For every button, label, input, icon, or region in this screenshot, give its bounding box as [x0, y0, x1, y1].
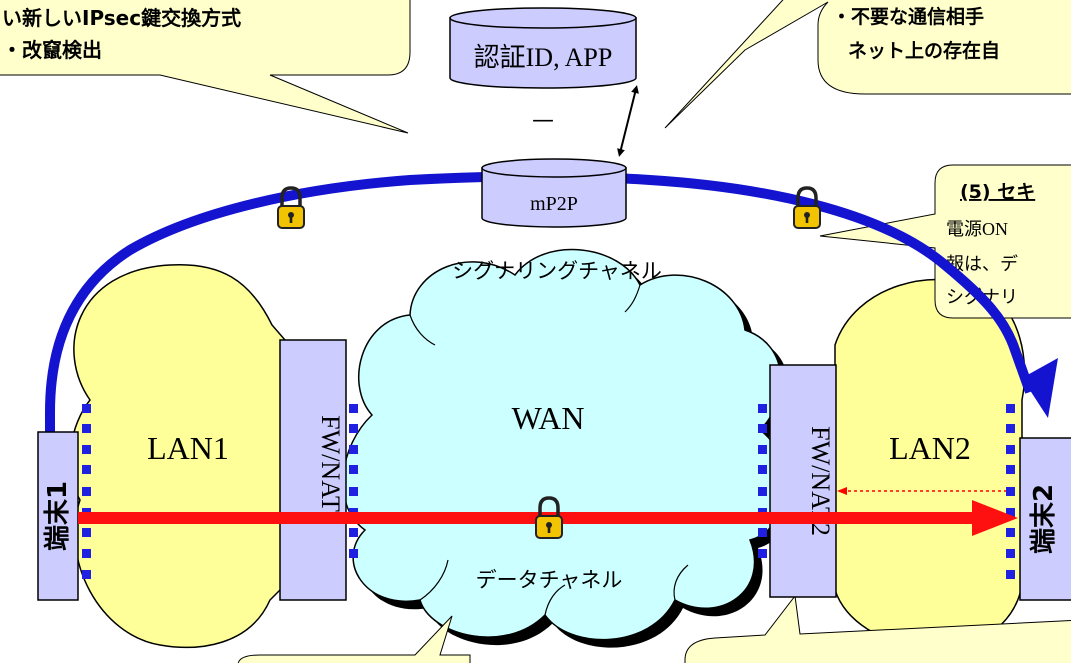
lan1-network — [69, 263, 286, 648]
callout-top-left-line2: ・改竄検出 — [2, 38, 102, 62]
terminal1-label: 端末1 — [43, 481, 73, 551]
data-channel — [78, 500, 1018, 536]
mp2p-node: mP2P — [481, 158, 627, 228]
data-channel-label: データチャネル — [476, 568, 623, 592]
callout-right: (5) セキ 電源ON 報は、デ シグナリ — [819, 164, 1071, 319]
wan-cloud — [342, 248, 794, 648]
terminal2: 端末2 — [1019, 437, 1071, 601]
callout-bottom-right — [684, 594, 1071, 663]
server-dash: — — [532, 108, 554, 133]
lock-icon — [792, 186, 822, 230]
auth-server-label: 認証ID, APP — [474, 43, 613, 72]
auth-server: 認証ID, APP — [449, 7, 637, 89]
lan2-label: LAN2 — [889, 430, 971, 466]
callout-top-left-line1: い新しいIPsec鍵交換方式 — [2, 6, 241, 30]
fw-nat1-label: FW/NAT1 — [316, 415, 345, 525]
callout-right-heading: (5) セキ — [960, 181, 1035, 203]
signaling-channel-label: シグナリングチャネル — [452, 259, 662, 283]
wan-label: WAN — [512, 400, 585, 436]
callout-top-right-line2: ネット上の存在自 — [848, 39, 1000, 62]
lan1-label: LAN1 — [147, 430, 229, 466]
signaling-arrowhead — [1022, 358, 1058, 418]
data-channel-arrowhead — [972, 500, 1018, 536]
mp2p-label: mP2P — [530, 193, 578, 215]
callout-right-line2: 報は、デ — [946, 254, 1018, 275]
callout-top-right-line1: ・不要な通信相手 — [832, 5, 984, 28]
terminal2-label: 端末2 — [1029, 484, 1059, 554]
fw-nat1: FW/NAT1 — [279, 339, 347, 601]
fw-nat2: FW/NAT2 — [769, 364, 837, 598]
terminal1: 端末1 — [37, 431, 79, 601]
callout-bottom-left — [237, 615, 471, 663]
callout-right-line1: 電源ON — [946, 219, 1008, 239]
callout-top-left: い新しいIPsec鍵交換方式 ・改竄検出 — [0, 0, 411, 134]
server-link-arrow — [617, 85, 639, 157]
callout-top-right: ・不要な通信相手 ネット上の存在自 — [664, 0, 1071, 129]
